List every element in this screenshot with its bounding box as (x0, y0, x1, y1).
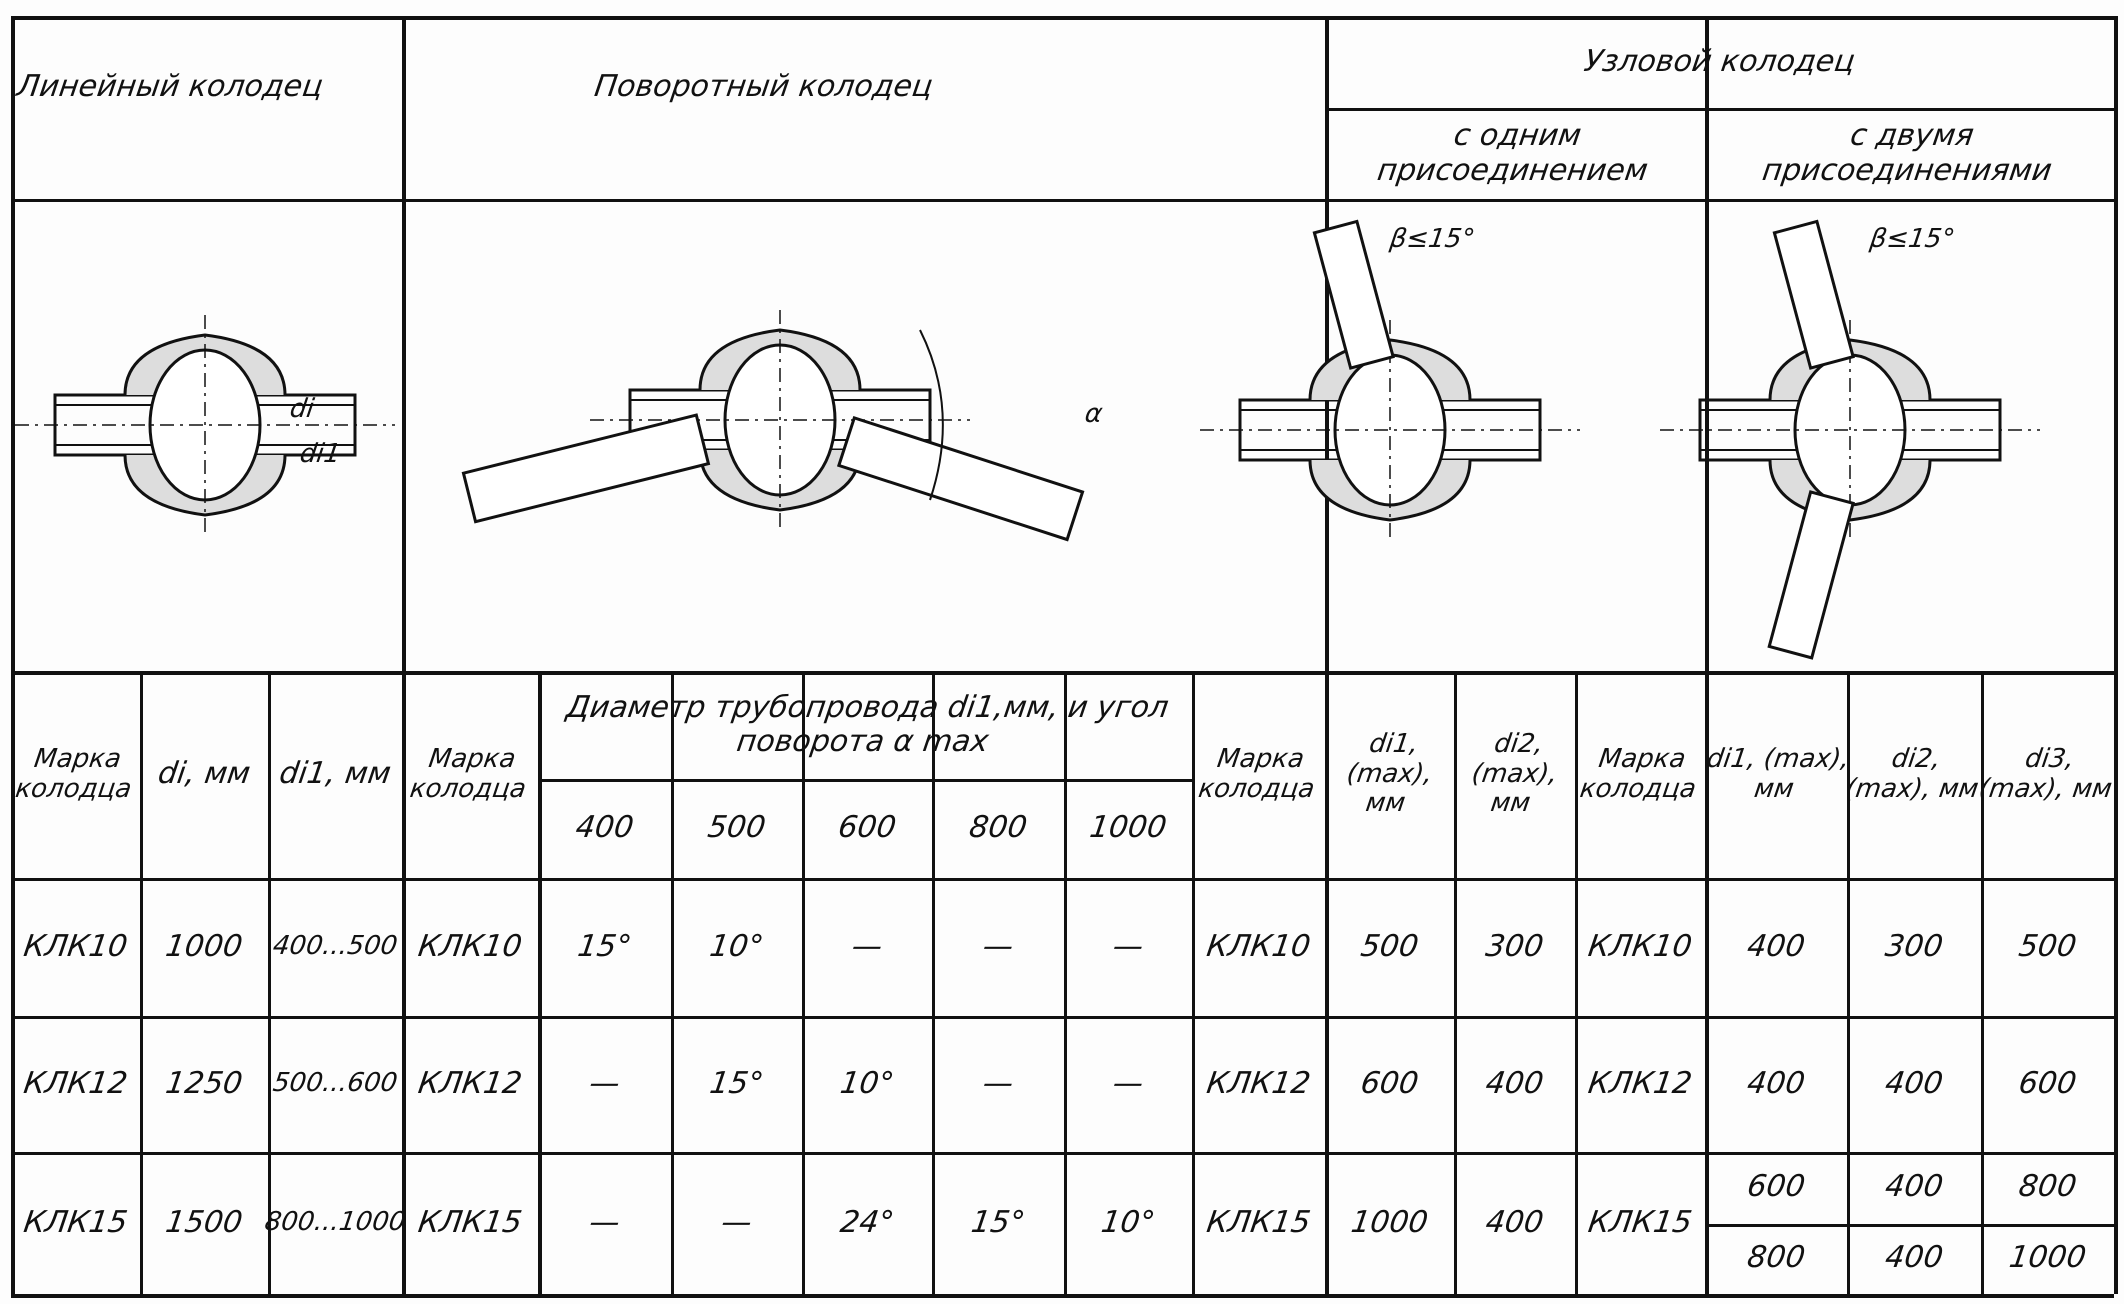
grid-line (1454, 671, 1457, 1294)
grid-line (671, 671, 674, 1294)
grid-line (538, 671, 542, 1294)
grid-line (2114, 16, 2118, 1294)
drawing-label: β≤15° (1868, 224, 1957, 254)
grid-line (1847, 671, 1850, 1294)
grid-line (11, 1294, 2114, 1298)
drawing-label: di1 (298, 439, 343, 469)
grid-line (402, 16, 406, 1294)
grid-line (11, 1016, 2114, 1019)
grid-line (11, 671, 2114, 675)
grid-line (1705, 1224, 2114, 1227)
turning-well-drawing (461, 310, 1085, 542)
grid-line (11, 1152, 2114, 1155)
grid-line (140, 671, 143, 1294)
grid-line (11, 16, 2114, 20)
grid-line (11, 199, 2114, 202)
grid-line (1325, 108, 2114, 111)
grid-line (11, 16, 15, 1294)
grid-line (11, 878, 2114, 881)
grid-line (1705, 108, 1709, 671)
grid-line (268, 671, 271, 1294)
grid-line (932, 671, 935, 1294)
grid-line (802, 671, 805, 1294)
drawing-label: β≤15° (1388, 224, 1477, 254)
grid-line (1064, 671, 1067, 1294)
grid-line (1575, 671, 1578, 1294)
grid-line (1981, 671, 1984, 1294)
drawing-label: di (288, 394, 316, 424)
grid-line (538, 779, 1192, 782)
grid-line (1192, 671, 1195, 1294)
grid-line (1325, 16, 1329, 1294)
